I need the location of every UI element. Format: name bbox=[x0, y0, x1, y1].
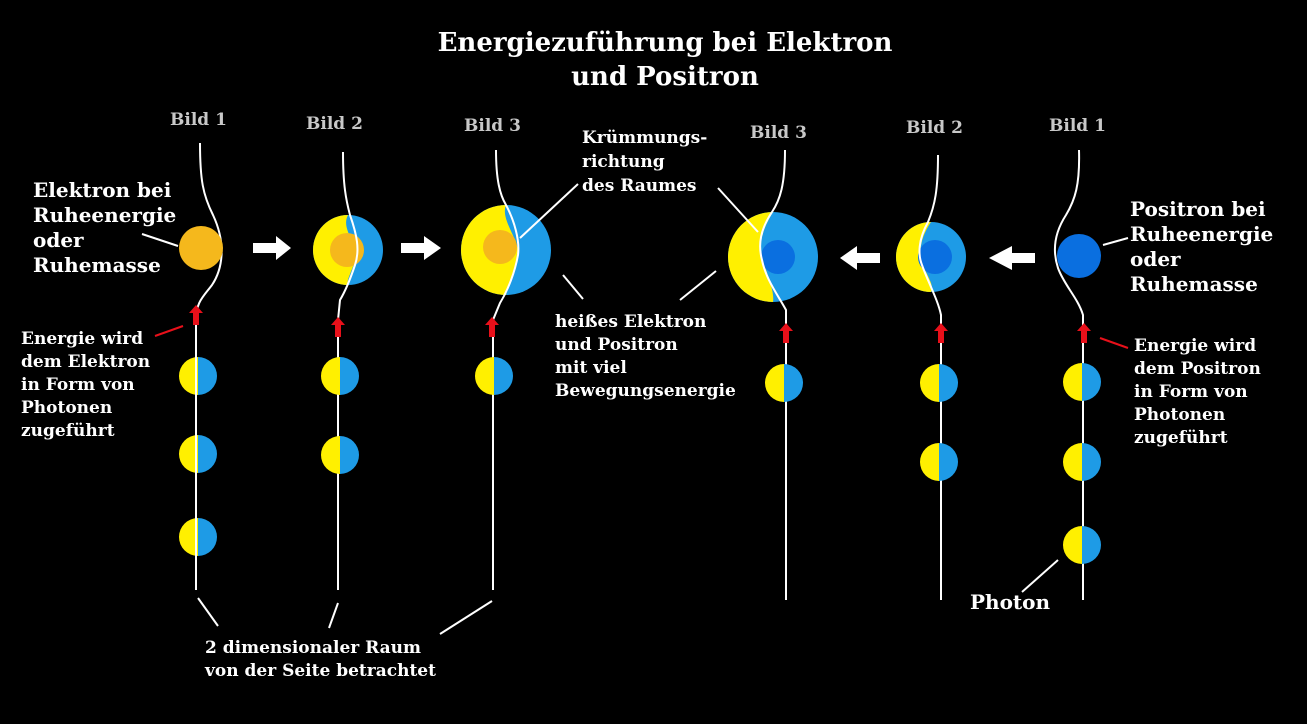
process-arrow-right bbox=[401, 236, 441, 260]
label-line: zugeführt bbox=[1134, 428, 1228, 448]
space-line bbox=[337, 151, 359, 590]
label-energy-electron: Energie wird dem Elektron in Form von Ph… bbox=[21, 328, 150, 443]
positron-rest bbox=[1057, 234, 1101, 278]
label-line: Ruheenergie bbox=[1130, 222, 1274, 246]
process-arrow-right bbox=[253, 236, 291, 260]
label-line: Bewegungsenergie bbox=[555, 381, 736, 401]
photon bbox=[1063, 363, 1101, 401]
label-line: Energie wird bbox=[1134, 336, 1257, 356]
photon bbox=[1063, 443, 1101, 481]
column-right-1 bbox=[1053, 149, 1101, 600]
photon bbox=[920, 364, 958, 402]
pointer-hot-left bbox=[562, 274, 584, 300]
column-right-3 bbox=[728, 149, 818, 600]
pointer-space-2 bbox=[328, 602, 339, 629]
header-right-3: Bild 3 bbox=[750, 123, 807, 143]
label-line: Ruhemasse bbox=[33, 253, 161, 277]
photon bbox=[920, 443, 958, 481]
label-line: und Positron bbox=[555, 335, 678, 355]
space-line bbox=[918, 154, 942, 600]
label-line: oder bbox=[1130, 247, 1181, 271]
pointer-hot-right bbox=[679, 270, 717, 301]
energy-arrow bbox=[485, 317, 499, 337]
label-line: oder bbox=[33, 228, 84, 252]
photon bbox=[179, 357, 217, 395]
label-line: Positron bei bbox=[1130, 197, 1266, 221]
pointer-space-1 bbox=[197, 597, 219, 627]
label-energy-positron: Energie wird dem Positron in Form von Ph… bbox=[1134, 335, 1261, 450]
pointer-space-3 bbox=[439, 600, 493, 635]
label-line: von der Seite betrachtet bbox=[205, 661, 436, 681]
space-line bbox=[492, 149, 520, 590]
space-line bbox=[759, 149, 787, 600]
positron-core bbox=[918, 240, 952, 274]
photon bbox=[1063, 526, 1101, 564]
label-line: Ruheenergie bbox=[33, 203, 177, 227]
process-arrow-left bbox=[840, 246, 880, 270]
title-line-1: Energiezuführung bei Elektron bbox=[437, 28, 893, 58]
photon bbox=[179, 435, 217, 473]
electron-core bbox=[330, 233, 364, 267]
label-positron-rest: Positron bei Ruheenergie oder Ruhemasse bbox=[1130, 197, 1273, 297]
label-space: 2 dimensionaler Raum von der Seite betra… bbox=[205, 637, 436, 683]
energy-arrow bbox=[189, 305, 203, 325]
label-line: Energie wird bbox=[21, 329, 144, 349]
energy-arrow bbox=[934, 323, 948, 343]
pointer-curvature-left bbox=[519, 183, 579, 239]
photon bbox=[321, 436, 359, 474]
header-left-3: Bild 3 bbox=[464, 116, 521, 136]
column-left-1 bbox=[179, 142, 223, 590]
label-line: 2 dimensionaler Raum bbox=[205, 638, 422, 658]
title-line-2: und Positron bbox=[571, 62, 759, 92]
column-left-2 bbox=[313, 151, 383, 590]
label-line: mit viel bbox=[555, 358, 627, 378]
label-line: Ruhemasse bbox=[1130, 272, 1258, 296]
pointer-lines bbox=[141, 183, 1129, 635]
label-electron-rest: Elektron bei Ruheenergie oder Ruhemasse bbox=[33, 178, 176, 278]
label-photon: Photon bbox=[970, 590, 1051, 614]
label-line: des Raumes bbox=[582, 176, 697, 196]
header-left-2: Bild 2 bbox=[306, 114, 363, 134]
label-line: richtung bbox=[582, 152, 665, 172]
pointer-energy-positron bbox=[1099, 337, 1129, 349]
label-line: Krümmungs- bbox=[582, 128, 708, 148]
diagram-title: Energiezuführung bei Elektron und Positr… bbox=[400, 26, 930, 94]
pointer-energy-electron bbox=[154, 325, 184, 337]
photon bbox=[765, 364, 803, 402]
energy-arrow bbox=[1077, 323, 1091, 343]
electron-rest bbox=[179, 226, 223, 270]
header-right-1: Bild 1 bbox=[1049, 116, 1106, 136]
label-line: zugeführt bbox=[21, 421, 115, 441]
header-right-2: Bild 2 bbox=[906, 118, 963, 138]
positron-core bbox=[761, 240, 795, 274]
pointer-positron-rest bbox=[1102, 237, 1129, 246]
photon bbox=[321, 357, 359, 395]
pointer-photon bbox=[1021, 559, 1059, 593]
label-line: Photonen bbox=[1134, 405, 1226, 425]
label-line: in Form von bbox=[1134, 382, 1248, 402]
label-curvature: Krümmungs- richtung des Raumes bbox=[582, 126, 707, 198]
space-line bbox=[1053, 149, 1084, 600]
energy-arrow bbox=[779, 323, 793, 343]
label-line: dem Elektron bbox=[21, 352, 151, 372]
label-line: in Form von bbox=[21, 375, 135, 395]
positron-heating-yellow bbox=[896, 222, 933, 292]
photon bbox=[475, 357, 513, 395]
label-hot: heißes Elektron und Positron mit viel Be… bbox=[555, 311, 736, 403]
label-line: Elektron bei bbox=[33, 178, 172, 202]
label-line: Photonen bbox=[21, 398, 113, 418]
energy-arrow bbox=[331, 317, 345, 337]
pointer-electron-rest bbox=[141, 233, 179, 247]
header-left-1: Bild 1 bbox=[170, 110, 227, 130]
process-arrow-left bbox=[989, 246, 1035, 270]
pointer-curvature-right bbox=[717, 187, 759, 233]
column-right-2 bbox=[896, 154, 966, 600]
label-line: dem Positron bbox=[1134, 359, 1261, 379]
electron-core bbox=[483, 230, 517, 264]
photon bbox=[179, 518, 217, 556]
label-line: heißes Elektron bbox=[555, 312, 707, 332]
column-left-3 bbox=[461, 149, 551, 590]
